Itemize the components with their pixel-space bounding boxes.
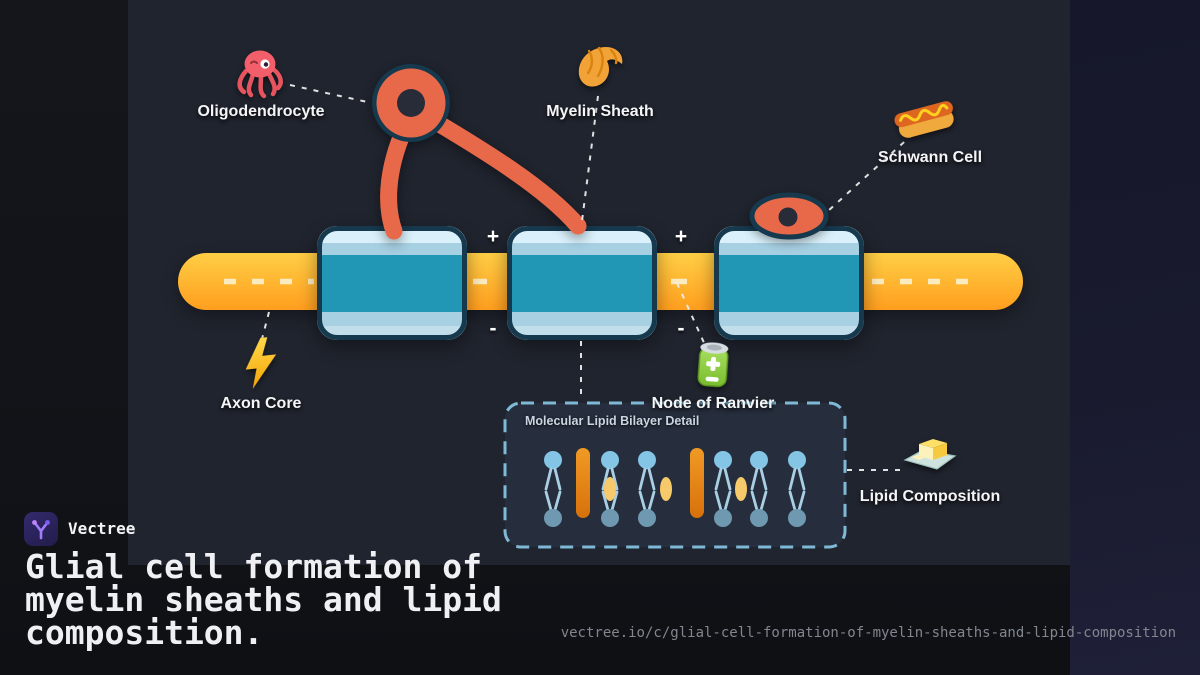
label-schwann-cell: Schwann Cell (877, 149, 983, 166)
diagram-panel: Oligodendrocyte Myelin Sheath Schwann Ce… (128, 0, 1070, 565)
myelin-segment-3 (714, 226, 864, 340)
minus-sign-node-1: - (489, 317, 497, 340)
croissant-icon (578, 46, 623, 87)
myelin-segments (317, 226, 864, 340)
page-title: Glial cell formation of myelin sheaths a… (25, 547, 502, 652)
label-oligodendrocyte: Oligodendrocyte (197, 103, 325, 120)
bilayer-inset-title: Molecular Lipid Bilayer Detail (525, 414, 700, 428)
battery-icon (697, 342, 729, 388)
vectree-branch-icon (32, 520, 50, 540)
brand-name: Vectree (68, 519, 136, 538)
myelination-diagram (178, 46, 1023, 549)
octopus-icon (237, 50, 283, 99)
myelin-segment-1 (317, 226, 467, 340)
plus-sign-node-2: + (674, 225, 688, 248)
schwann-cell-shape (749, 192, 829, 240)
myelin-segment-2 (507, 226, 657, 340)
phospholipid-molecules (544, 451, 806, 527)
label-lipid-composition: Lipid Composition (859, 488, 1001, 505)
oligodendrocyte-cell (372, 64, 587, 240)
bilayer-inset-box (503, 401, 847, 549)
minus-sign-node-2: - (677, 317, 685, 340)
butter-icon (903, 439, 957, 470)
footer-url: vectree.io/c/glial-cell-formation-of-mye… (560, 625, 1176, 641)
connector-lines (261, 84, 914, 471)
label-axon-core: Axon Core (220, 395, 302, 412)
lightning-icon (245, 337, 277, 390)
cholesterol-molecules (604, 477, 747, 501)
label-myelin-sheath: Myelin Sheath (546, 103, 654, 120)
plus-sign-node-1: + (486, 225, 500, 248)
hotdog-icon (894, 101, 954, 138)
vectree-logo (24, 512, 58, 546)
background-right-strip (1070, 0, 1200, 675)
membrane-proteins (576, 448, 704, 518)
label-node-of-ranvier: Node of Ranvier (651, 395, 775, 412)
